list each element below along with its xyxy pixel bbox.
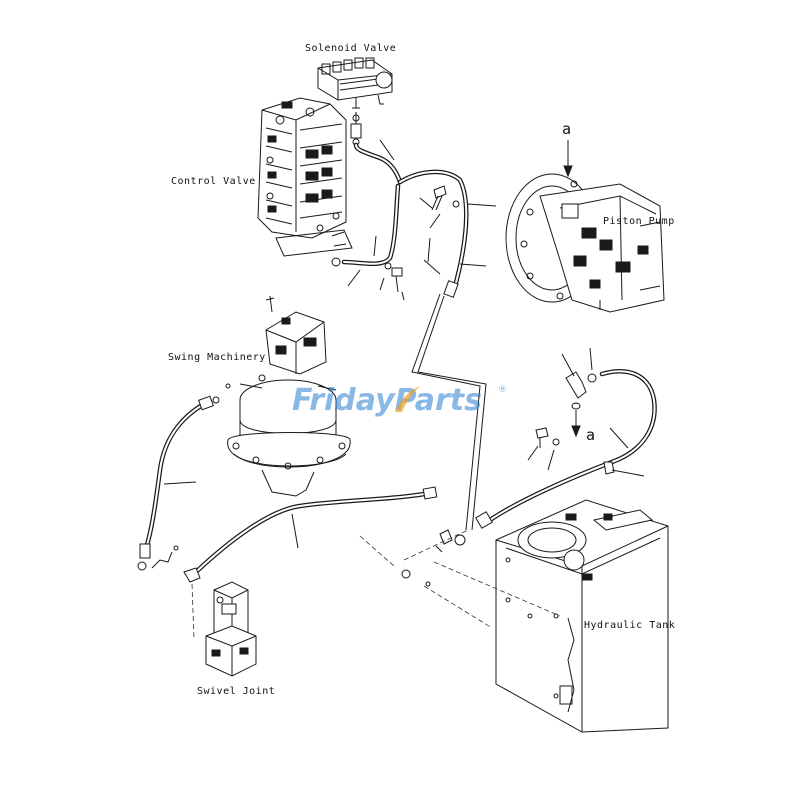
control-valve-drawing <box>257 97 353 257</box>
piston-pump-label: Piston Pump <box>603 216 675 227</box>
swing-machinery-drawing <box>225 295 351 497</box>
svg-text:FridayParts: FridayParts <box>292 383 482 418</box>
solenoid-valve-drawing <box>317 57 393 146</box>
view-arrow-top <box>563 140 573 178</box>
watermark-swoosh-icon <box>395 386 420 412</box>
view-marker-top-label: a <box>562 120 571 138</box>
watermark-logo: FridayParts ® <box>292 383 507 418</box>
watermark-parts-text: Parts <box>395 383 482 418</box>
watermark-friday-text: Friday <box>292 383 396 418</box>
watermark-registered-mark: ® <box>498 385 507 395</box>
left-hoses <box>137 395 438 583</box>
swivel-joint-drawing <box>191 581 257 677</box>
swing-machinery-label: Swing Machinery <box>168 352 266 363</box>
upper-leader-lines <box>347 139 497 301</box>
solenoid-valve-label: Solenoid Valve <box>305 43 396 54</box>
swivel-joint-label: Swivel Joint <box>197 686 275 697</box>
hydraulic-tank-label: Hydraulic Tank <box>584 620 675 631</box>
upper-bolts <box>384 185 460 293</box>
right-hose-assembly <box>475 369 657 529</box>
control-valve-label: Control Valve <box>171 176 256 187</box>
right-bolts <box>535 427 560 448</box>
left-leader-lines <box>163 481 299 549</box>
right-leader-lines <box>527 347 645 477</box>
upper-hoses <box>331 142 469 298</box>
main-pipe <box>411 293 487 531</box>
view-marker-bottom-label: a <box>586 426 595 444</box>
hydraulic-tank-drawing <box>435 499 669 733</box>
piston-pump-drawing <box>505 173 665 313</box>
tank-dash-lines <box>359 529 561 629</box>
